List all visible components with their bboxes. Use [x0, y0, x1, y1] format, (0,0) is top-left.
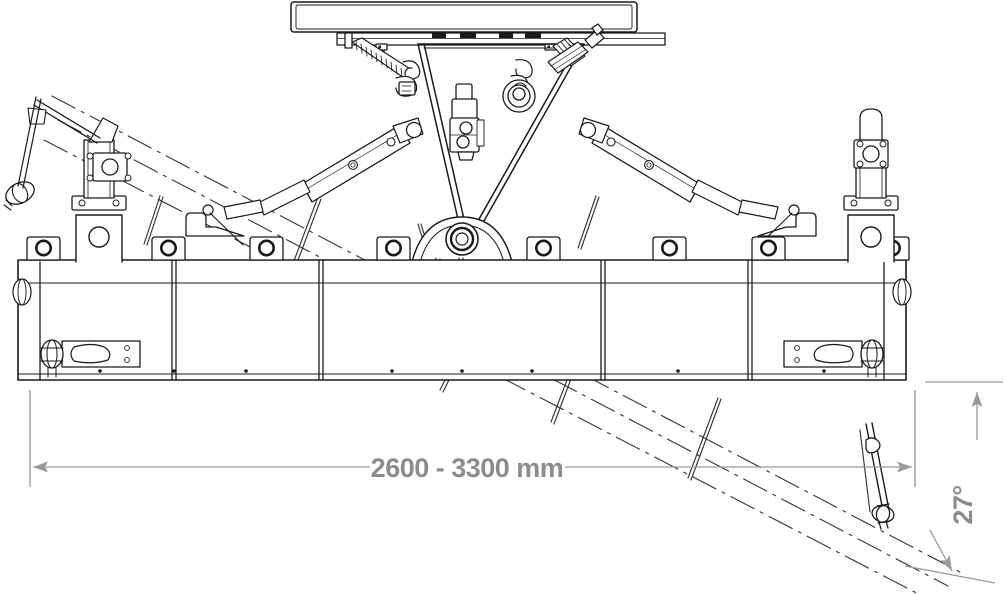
- left-pivot-bracket: [185, 204, 245, 246]
- right-hydraulic-cylinder: [578, 117, 779, 220]
- left-hydraulic-cylinder: [223, 117, 424, 220]
- width-dimension-label: 2600 - 3300 mm: [371, 453, 564, 483]
- right-trip-spring: [547, 23, 605, 74]
- hydraulic-swivel: [502, 79, 536, 113]
- right-pivot-bracket: [757, 204, 817, 246]
- top-bracket: [525, 235, 562, 262]
- center-pivot: [409, 216, 515, 331]
- hitch-head-bar: [336, 32, 666, 54]
- top-bracket: [248, 235, 285, 262]
- left-latch-hook: [395, 60, 421, 97]
- left-skid-shoe: [40, 339, 141, 378]
- left-trip-spring: [344, 32, 416, 81]
- angle-extension-line-bottom: [904, 565, 996, 584]
- wear-edge-bolts: [98, 369, 826, 373]
- right-skid-shoe: [783, 339, 884, 378]
- center-valve-block: [449, 83, 485, 161]
- top-bracket: [750, 235, 787, 262]
- left-side-knuckle: [12, 278, 32, 306]
- right-side-knuckle: [892, 278, 912, 306]
- top-bracket: [375, 235, 412, 262]
- angle-dimension: [904, 381, 1003, 584]
- angle-dimension-label: 27°: [948, 485, 978, 524]
- top-bracket: [25, 235, 62, 262]
- top-bracket: [651, 235, 688, 262]
- left-end-post: [3, 96, 132, 263]
- right-end-post: [843, 108, 899, 263]
- moldboard-blade: [17, 259, 907, 381]
- angle-arrow-bottom: [929, 529, 953, 572]
- width-dimension: [29, 390, 916, 487]
- phantom-end-fitting: [865, 422, 895, 530]
- blade-vertical-ribs: [39, 259, 885, 381]
- mount-plate: [290, 1, 638, 33]
- top-bracket: [150, 235, 187, 262]
